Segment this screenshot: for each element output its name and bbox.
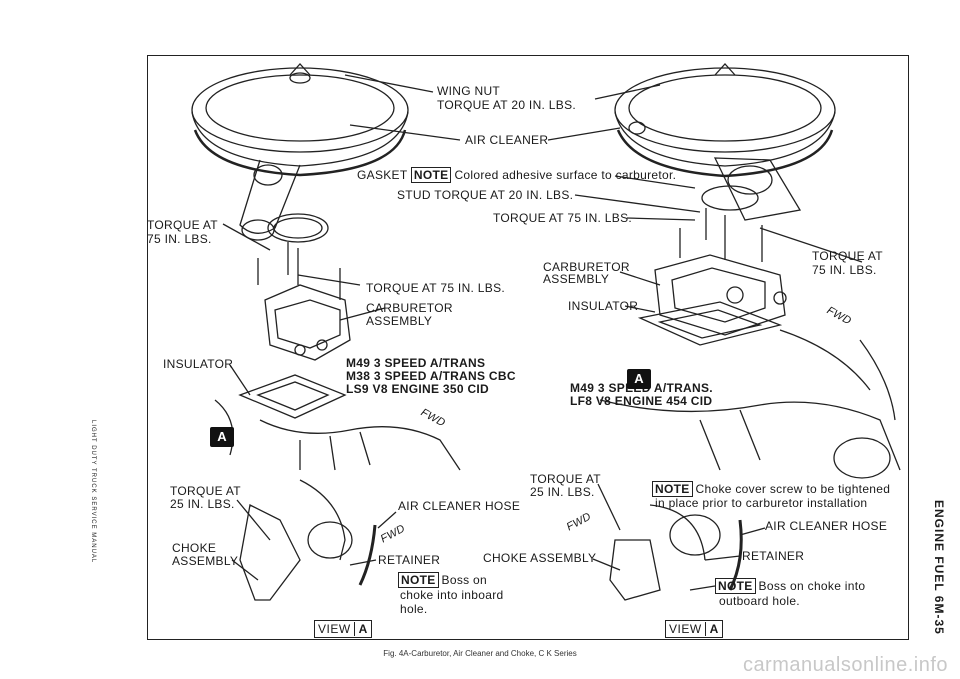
label-choke-assembly: CHOKE ASSEMBLY — [483, 551, 597, 565]
label-retainer-right: RETAINER — [742, 549, 805, 563]
note-badge-choke: NOTE — [652, 481, 693, 497]
label-torque-at-right: TORQUE AT — [812, 249, 883, 263]
right-air-cleaner-lid — [614, 67, 836, 153]
label-torque-at-br: TORQUE AT — [530, 472, 601, 486]
label-torque-75-left-mid: TORQUE AT 75 IN. LBS. — [366, 281, 506, 295]
left-spec-2: M38 3 SPEED A/TRANS CBC — [346, 369, 516, 383]
label-air-cleaner: AIR CLEANER — [465, 133, 549, 147]
label-air-cleaner-hose-right: AIR CLEANER HOSE — [765, 519, 888, 533]
left-carburetor — [264, 284, 351, 361]
left-air-cleaner-lid — [191, 67, 409, 153]
left-spec-1: M49 3 SPEED A/TRANS — [346, 356, 486, 370]
label-wing-nut: WING NUT — [437, 84, 501, 98]
figure-frame — [147, 55, 909, 640]
right-insulator — [637, 301, 783, 346]
note-boss-left-2: choke into inboard — [400, 588, 504, 602]
view-a-tag-right: A — [627, 369, 651, 389]
note-choke-1: Choke cover screw to be tightened — [695, 482, 891, 496]
label-gasket: GASKET — [357, 168, 408, 182]
label-assembly-right: ASSEMBLY — [543, 272, 610, 286]
label-torque-at-bl: TORQUE AT — [170, 484, 241, 498]
label-choke-left: CHOKE — [172, 541, 217, 555]
side-section-title: ENGINE FUEL 6M-35 — [932, 500, 946, 635]
note-badge-right: NOTE — [715, 578, 756, 594]
note-badge: NOTE — [410, 167, 452, 183]
right-spec-2: LF8 V8 ENGINE 454 CID — [570, 394, 713, 408]
note-badge-left: NOTE — [398, 572, 439, 588]
note-boss-left-3: hole. — [400, 602, 428, 616]
label-insulator-right: INSULATOR — [568, 299, 639, 313]
note-boss-left-1: Boss on — [441, 573, 488, 587]
note-boss-right-1: Boss on choke into — [758, 579, 866, 593]
label-retainer-left: RETAINER — [378, 553, 441, 567]
label-25-in-lbs-bl: 25 IN. LBS. — [170, 497, 235, 511]
label-stud-torque: STUD TORQUE AT 20 IN. LBS. — [397, 188, 574, 202]
label-assembly-left: ASSEMBLY — [366, 314, 433, 328]
label-assembly-bl: ASSEMBLY — [172, 554, 239, 568]
label-torque-75-center: TORQUE AT 75 IN. LBS. — [493, 211, 633, 225]
left-gasket — [267, 213, 329, 243]
note-boss-right-2: outboard hole. — [719, 594, 800, 608]
side-manual-title: LIGHT DUTY TRUCK SERVICE MANUAL — [90, 420, 96, 564]
label-air-cleaner-hose-left: AIR CLEANER HOSE — [398, 499, 521, 513]
label-75-in-lbs-right: 75 IN. LBS. — [812, 263, 877, 277]
label-carburetor-left: CARBURETOR — [366, 301, 453, 315]
view-a-tag-left: A — [210, 427, 234, 447]
watermark: carmanualsonline.info — [742, 654, 948, 676]
label-25-in-lbs-br: 25 IN. LBS. — [530, 485, 595, 499]
figure-caption: Fig. 4A-Carburetor, Air Cleaner and Chok… — [383, 649, 577, 658]
left-spec-3: LS9 V8 ENGINE 350 CID — [346, 382, 490, 396]
gasket-note-text: Colored adhesive surface to carburetor. — [454, 168, 677, 182]
label-insulator-left: INSULATOR — [163, 357, 234, 371]
label-carburetor-right: CARBURETOR — [543, 260, 630, 274]
label-wing-nut-torque: TORQUE AT 20 IN. LBS. — [437, 98, 577, 112]
right-carburetor — [654, 254, 786, 336]
left-insulator — [238, 374, 347, 419]
label-75-in-lbs-left: 75 IN. LBS. — [147, 232, 212, 246]
label-torque-at-left: TORQUE AT — [147, 218, 218, 232]
note-choke-2: in place prior to carburetor installatio… — [655, 496, 868, 510]
